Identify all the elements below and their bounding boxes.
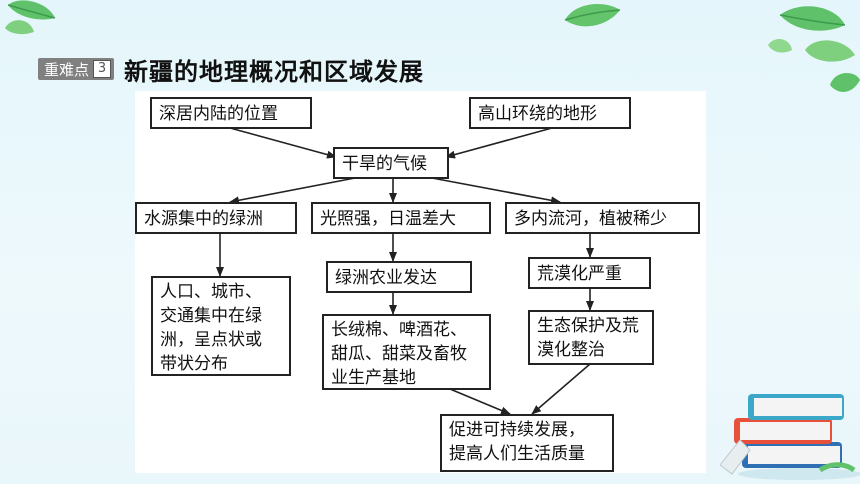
node-sunshine: 光照强，日温差大 [311,202,491,234]
node-desertification: 荒漠化严重 [528,257,651,289]
books-decoration [720,394,860,480]
node-inland-rivers: 多内流河，植被稀少 [505,202,700,234]
node-mountain-terrain: 高山环绕的地形 [469,97,631,129]
section-header: 重难点 3 新疆的地理概况和区域发展 [38,55,424,86]
node-oasis: 水源集中的绿洲 [135,202,297,234]
leaf-decoration-top-center [564,4,621,27]
arrow-protection-to-sustainable [531,363,591,415]
arrow-climate-to-oasis [229,177,356,205]
node-sustainable-development: 促进可持续发展， 提高人们生活质量 [440,414,614,472]
node-oasis-agriculture: 绿洲农业发达 [326,261,472,293]
leaf-decoration-top-left [5,0,56,35]
page-title: 新疆的地理概况和区域发展 [124,57,425,86]
leaf-decoration-top-right [768,6,860,92]
node-production-base: 长绒棉、啤酒花、 甜瓜、甜菜及畜牧 业生产基地 [322,314,491,390]
arrow-inland-to-climate [229,127,337,159]
arrow-products-to-sustainable [449,388,511,415]
key-point-tag: 重难点 3 [38,58,115,80]
node-inland-location: 深居内陆的位置 [150,97,312,129]
key-point-tag-label: 重难点 [44,60,90,79]
arrow-climate-to-rivers [431,177,561,205]
node-population-distribution: 人口、城市、 交通集中在绿 洲，呈点状或 带状分布 [151,276,291,376]
node-arid-climate: 干旱的气候 [333,147,449,179]
key-point-number: 3 [93,60,112,78]
node-ecological-protection: 生态保护及荒 漠化整治 [528,310,654,365]
arrow-mountains-to-climate [445,127,553,159]
